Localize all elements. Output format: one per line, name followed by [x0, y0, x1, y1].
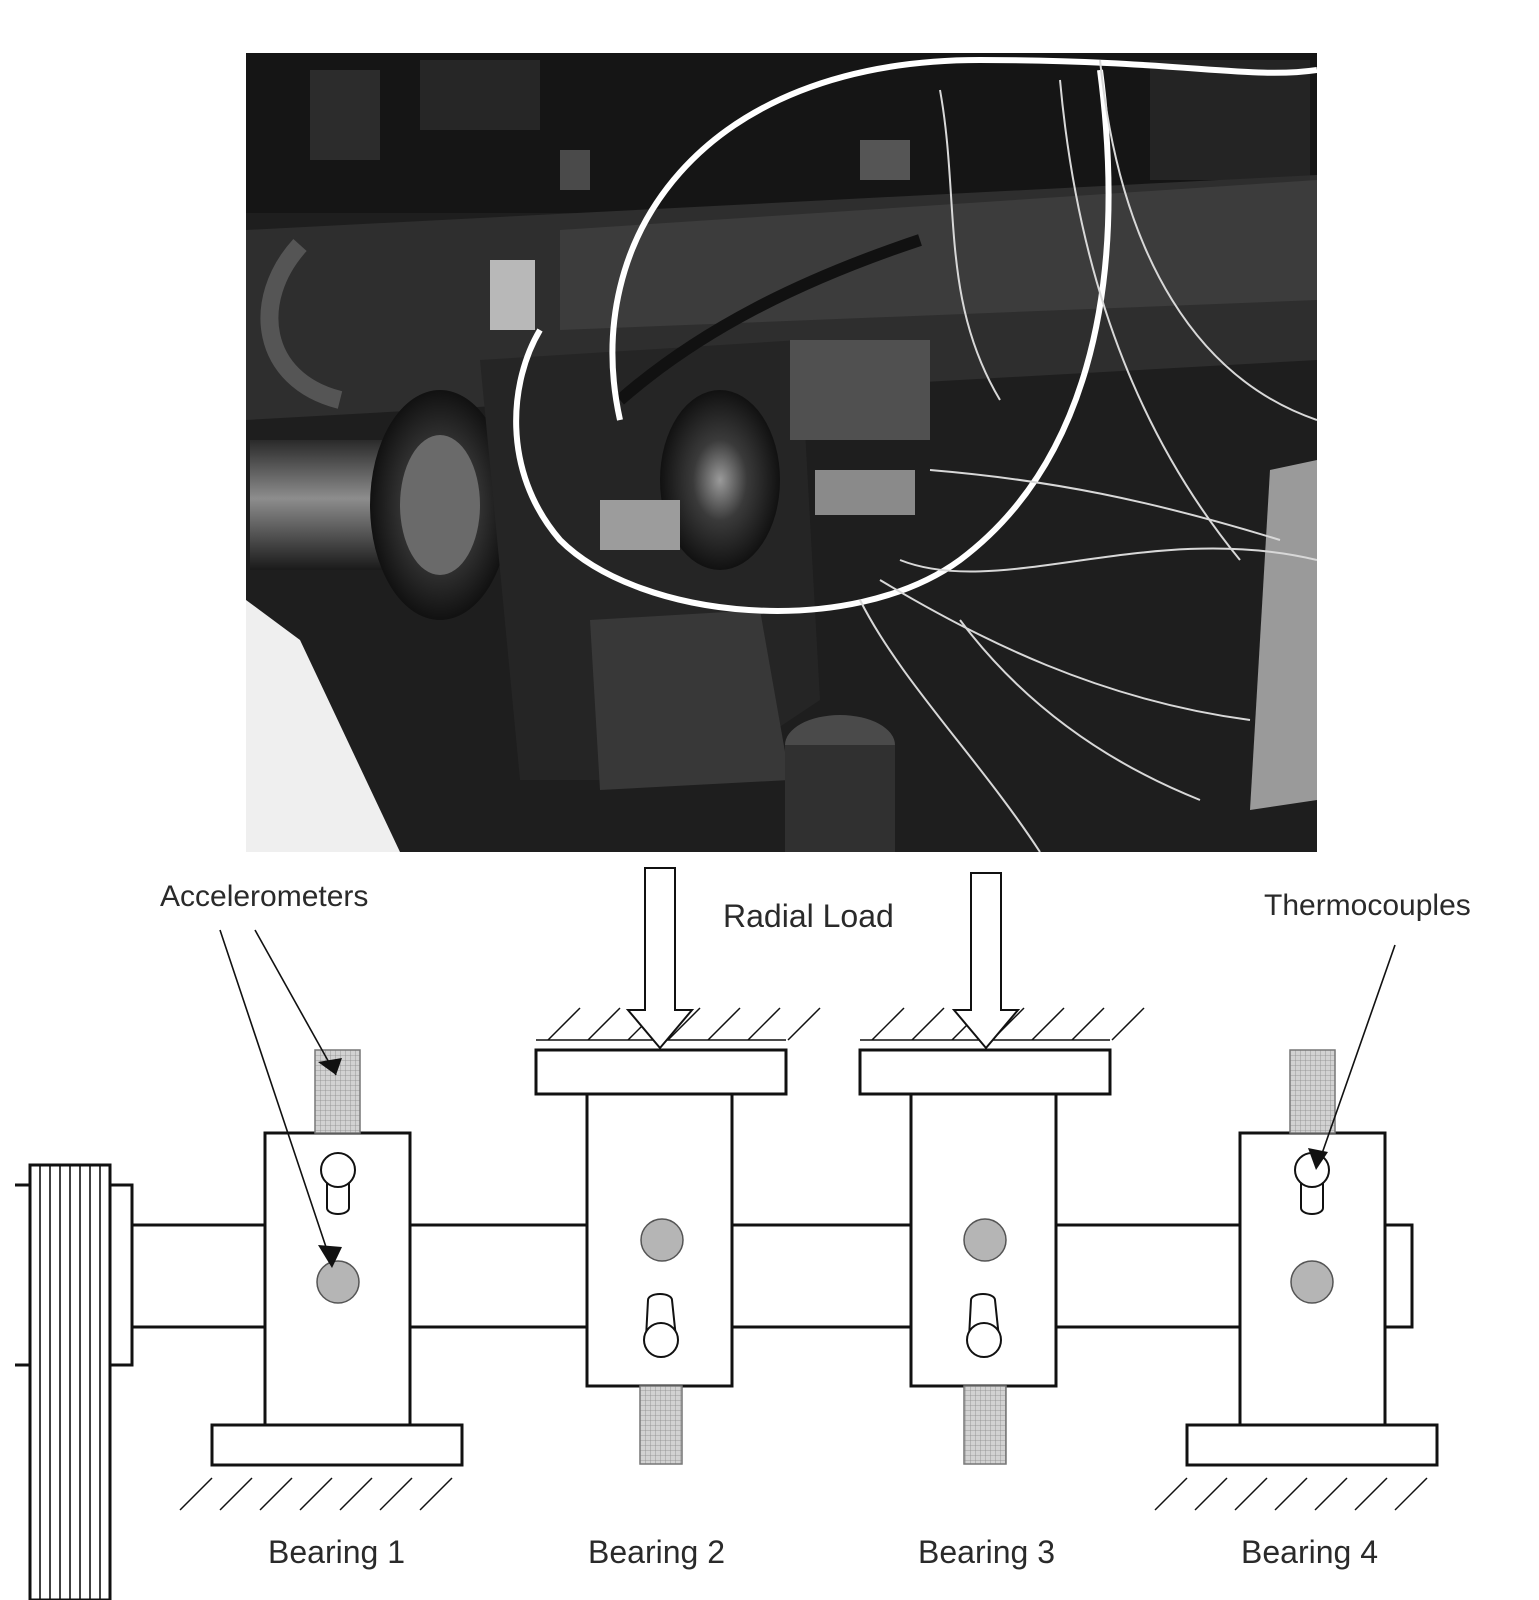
bearing-4-label: Bearing 4: [1241, 1534, 1378, 1570]
bearing-1: [179, 1049, 464, 1511]
drive-pulley: [15, 1163, 134, 1600]
bearing-2-label: Bearing 2: [588, 1534, 725, 1570]
radial-load-arrow-left: [625, 867, 695, 1050]
thermocouple-leader: [1308, 944, 1396, 1170]
test-rig-photo: [246, 53, 1317, 852]
bearing-2: [534, 1007, 821, 1465]
bearing-3-label: Bearing 3: [918, 1534, 1055, 1570]
accelerometer-leaders: [219, 929, 342, 1268]
radial-load-label: Radial Load: [723, 898, 894, 934]
bearing-3: [858, 1007, 1145, 1465]
accelerometers-label: Accelerometers: [160, 880, 368, 913]
bearing-4: [1154, 1049, 1439, 1511]
thermocouples-label: Thermocouples: [1264, 889, 1471, 922]
radial-load-arrow-right: [951, 872, 1021, 1050]
rig-schematic: [15, 867, 1439, 1600]
bearing-1-label: Bearing 1: [268, 1534, 405, 1570]
